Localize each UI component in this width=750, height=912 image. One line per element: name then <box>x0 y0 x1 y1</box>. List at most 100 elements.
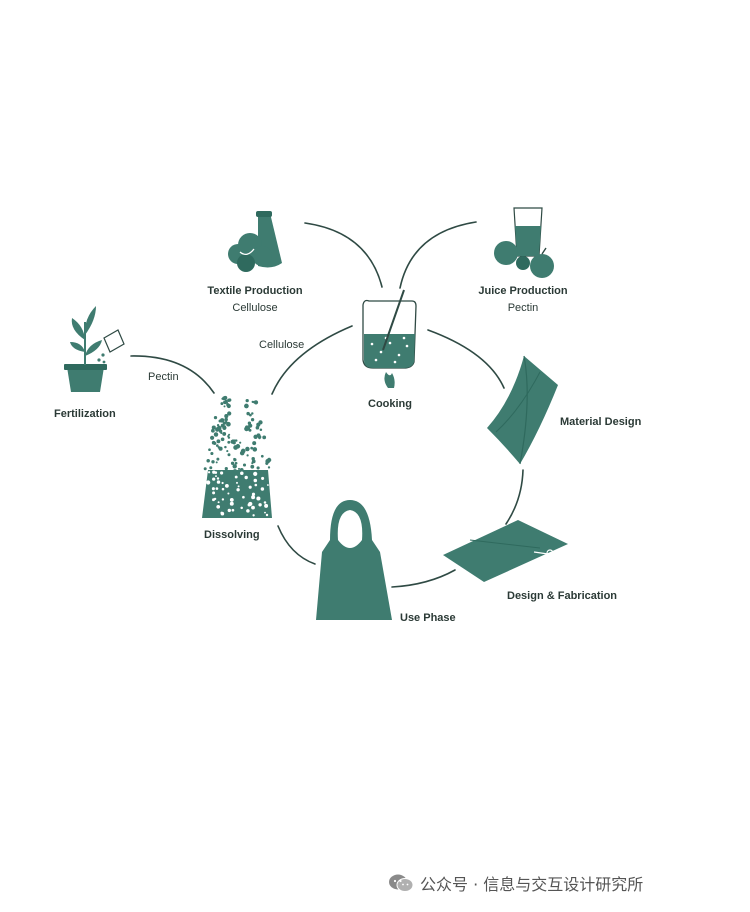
fertilization-icon <box>64 306 125 392</box>
dissolve-hole <box>264 511 266 514</box>
dissolve-particle <box>252 447 258 452</box>
flow-label-cellulose: Cellulose <box>259 339 305 351</box>
dissolve-particle <box>211 440 216 445</box>
dissolve-hole <box>263 501 267 504</box>
dissolve-particle <box>216 424 220 427</box>
watermark-text: 公众号 · 信息与交互设计研究所 <box>420 875 644 894</box>
dissolve-particle <box>234 461 238 465</box>
dissolve-hole <box>237 485 240 488</box>
connector-fertilization-dissolving <box>130 355 215 394</box>
dissolve-particle <box>224 414 229 419</box>
dissolve-particle <box>232 464 237 469</box>
connector-fabrication-use <box>391 569 456 588</box>
dissolve-particle <box>232 441 236 445</box>
dissolve-particle <box>211 425 216 430</box>
dissolve-particle <box>224 445 227 449</box>
dissolve-hole <box>251 505 255 510</box>
watermark: 公众号 · 信息与交互设计研究所 <box>388 872 643 894</box>
dissolve-particle <box>251 462 254 465</box>
dissolve-hole <box>207 471 211 474</box>
dissolve-particle <box>250 446 254 450</box>
dissolve-hole <box>251 492 256 496</box>
dissolve-particle <box>246 411 250 416</box>
textile-production-title: Textile Production <box>207 285 303 297</box>
dissolve-particle <box>223 405 226 408</box>
dissolve-particle <box>215 461 218 464</box>
connector-cooking-material <box>427 329 505 389</box>
dissolve-hole <box>216 480 221 484</box>
dissolve-hole <box>248 485 252 489</box>
dissolve-hole <box>213 497 217 501</box>
fertilization-title: Fertilization <box>54 408 116 420</box>
dissolve-hole <box>227 508 231 513</box>
dissolve-hole <box>220 511 225 516</box>
dissolve-hole <box>234 475 238 479</box>
dissolve-hole <box>212 477 216 481</box>
dissolve-particle <box>233 457 236 461</box>
dissolve-particle <box>253 400 259 405</box>
material-design-title: Material Design <box>560 416 642 428</box>
dissolve-particle <box>211 428 215 433</box>
dissolve-particle <box>218 419 222 423</box>
dissolve-particle <box>265 461 269 465</box>
dissolve-particle <box>250 464 255 469</box>
dissolve-particle <box>232 469 238 474</box>
dissolve-particle <box>262 435 267 440</box>
dissolve-particle <box>267 466 271 469</box>
dissolve-particle <box>239 450 245 456</box>
dissolve-particle <box>258 420 263 425</box>
wechat-icon <box>389 874 414 892</box>
dissolve-hole <box>216 504 221 509</box>
dissolve-hole <box>260 487 265 491</box>
dissolve-particle <box>250 418 255 422</box>
dissolve-hole <box>227 492 230 495</box>
dissolve-hole <box>231 508 235 512</box>
dissolve-particle <box>247 470 251 473</box>
dissolve-hole <box>242 495 245 499</box>
dissolve-particle <box>256 466 260 470</box>
dissolve-particle <box>239 441 242 444</box>
dissolve-hole <box>221 487 225 491</box>
dissolve-particle <box>215 444 219 447</box>
dissolve-hole <box>206 480 211 485</box>
connector-material-fabrication <box>505 469 524 525</box>
dissolve-particle <box>251 412 254 415</box>
dissolve-particle <box>210 435 215 440</box>
juice-production-title: Juice Production <box>478 285 568 297</box>
dissolve-particle <box>215 427 220 432</box>
dissolve-hole <box>244 475 248 480</box>
cycle-connector-lines <box>130 221 524 588</box>
dissolve-particle <box>266 457 272 463</box>
dissolve-hole <box>246 509 250 513</box>
dissolve-particle <box>211 460 215 464</box>
dissolve-particle <box>216 439 221 444</box>
juice-production-icon <box>494 207 554 278</box>
dissolve-particle <box>213 415 218 420</box>
dissolve-particle <box>227 453 231 457</box>
dissolve-particle <box>222 425 227 430</box>
dissolve-particle <box>227 440 231 444</box>
connector-dissolving-cooking <box>271 325 353 395</box>
dissolving-icon <box>202 395 272 518</box>
dissolve-particle <box>251 400 254 404</box>
dissolve-hole <box>225 484 229 488</box>
dissolve-particle <box>220 437 225 442</box>
cooking-icon <box>362 289 417 388</box>
dissolve-hole <box>221 498 225 501</box>
dissolve-particle <box>249 413 252 417</box>
dissolve-hole <box>215 475 217 478</box>
connector-use-dissolving <box>277 525 316 565</box>
dissolve-hole <box>236 488 240 492</box>
dissolve-hole <box>217 501 220 504</box>
dissolve-hole <box>253 471 258 476</box>
textile-production-icon <box>228 211 282 272</box>
use-phase-title: Use Phase <box>400 612 456 624</box>
scissors-icon <box>533 549 560 561</box>
dissolve-hole <box>236 481 238 484</box>
dissolve-hole <box>254 483 258 487</box>
material-design-icon <box>487 355 558 465</box>
dissolve-particle <box>245 398 249 403</box>
dissolve-particle <box>224 466 228 471</box>
design-fabrication-title: Design & Fabrication <box>507 590 618 602</box>
